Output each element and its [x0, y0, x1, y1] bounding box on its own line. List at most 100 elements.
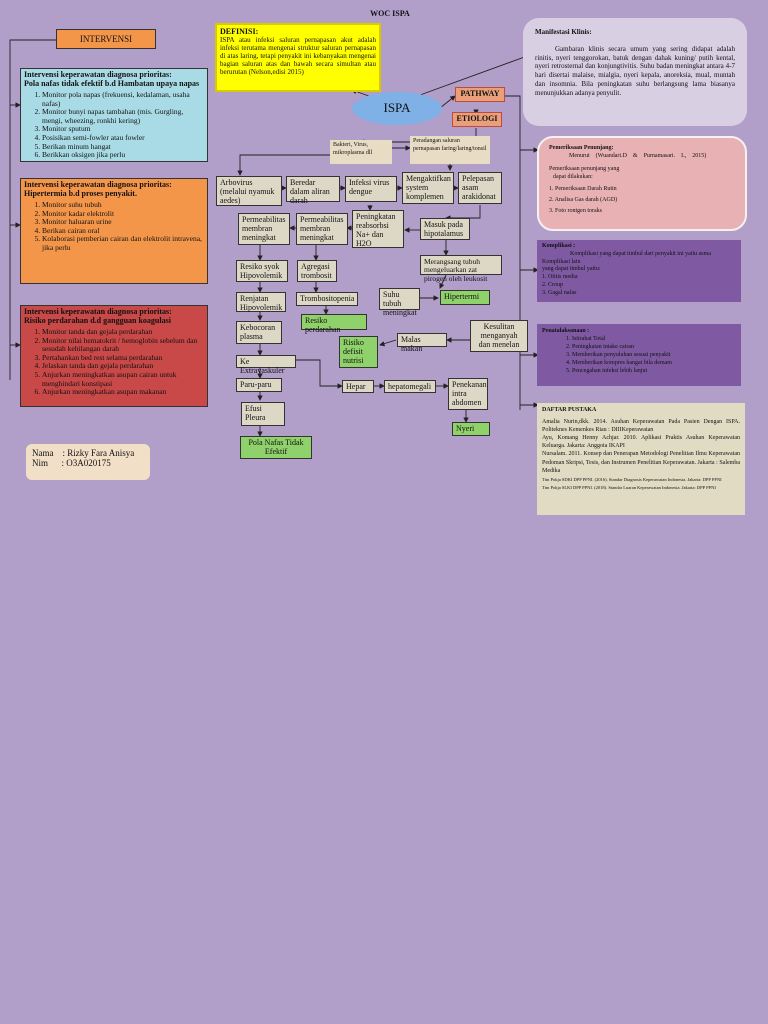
- node-kebocoran: Kebocoran plasma: [236, 321, 282, 344]
- list-item: Monitor sputum: [42, 125, 204, 134]
- komplikasi-panel: Komplikasi : Komplikasi yang dapat timbu…: [537, 240, 741, 302]
- list-item: 2. Croup: [542, 281, 563, 288]
- node-mengaktifkan: Mengaktifkan system komplemen: [402, 172, 454, 204]
- list-item: Monitor tanda dan gejala perdarahan: [42, 327, 204, 337]
- intervention-1-subtitle: Pola nafas tidak efektif b.d Hambatan up…: [24, 78, 200, 88]
- node-beredar: Beredar dalam aliran darah: [286, 176, 340, 205]
- node-masuk: Masuk pada hipotalamus: [420, 218, 470, 240]
- penatalaksanaan-panel: Penatalaksanaan : 1. Istirahat Total 2. …: [537, 324, 741, 386]
- list-item: 3. Gagal nafas: [542, 289, 577, 296]
- reference-item: Nursalam. 2011. Konsep dan Penerapan Met…: [542, 451, 740, 474]
- node-agregasi: Agregasi trombosit: [297, 260, 337, 282]
- node-permeabilitas-1: Permeabilitas membran meningkat: [238, 213, 290, 245]
- node-peningkatan: Peningkatan reabsorbsi Na+ dan H2O: [352, 210, 404, 248]
- intervention-2-title: Intervensi keperawatan diagnosa priorita…: [24, 180, 172, 189]
- node-infeksi: Infeksi virus dengue: [345, 176, 397, 202]
- list-item: Monitor suhu tubuh: [42, 200, 204, 210]
- manifestasi-panel: Manifestasi Klinis: Gambaran klinis seca…: [523, 18, 747, 126]
- intervention-1-list: Monitor pola napas (frekuensi, kedalaman…: [24, 90, 204, 160]
- list-item: Anjurkan meningkatkan asupan makanan: [42, 388, 204, 397]
- pemeriksaan-intro-1: Pemeriksaan penunjang yang: [549, 165, 620, 172]
- komplikasi-line-2: Komplikasi lain: [542, 258, 581, 265]
- intervention-3-title: Intervensi keperawatan diagnosa priorita…: [24, 307, 172, 316]
- ispa-label: ISPA: [383, 100, 411, 115]
- list-item: Monitor nilai hematokrit / hemoglobin se…: [42, 336, 204, 354]
- list-item: 1. Pemeriksaan Darah Rutin: [549, 185, 617, 192]
- node-permeabilitas-2: Permeabilitas membran meningkat: [296, 213, 348, 245]
- definisi-box: DEFINISI: ISPA atau infeksi saluran pern…: [215, 23, 381, 92]
- node-pelepasan: Pelepasan asam arakidonat: [458, 172, 502, 204]
- node-arbovirus: Arbovirus (melalui nyamuk aedes): [216, 176, 282, 206]
- node-peradangan: Peradangan saluran pernapasan faring/lar…: [410, 136, 490, 164]
- list-item: Monitor haluaran urine: [42, 218, 204, 227]
- pemeriksaan-intro-2: dapat dilakukan:: [553, 174, 593, 181]
- intervensi-bracket: [9, 39, 56, 380]
- list-item: Berikan cairan oral: [42, 226, 204, 236]
- list-item: Anjurkan meningkatkan asupan cairan untu…: [42, 370, 204, 388]
- list-item: 2. Peningkatan intake cairan: [566, 344, 634, 351]
- intervention-2-list: Monitor suhu tubuh Monitor kadar elektro…: [24, 200, 204, 253]
- node-hepar: Hepar: [342, 380, 374, 393]
- list-item: 1. Istirahat Total: [566, 336, 606, 343]
- node-paru: Paru-paru: [236, 378, 282, 392]
- list-item: 4. Memberikan kompres hangat bila demam: [566, 360, 672, 367]
- intervention-3-list: Monitor tanda dan gejala perdarahan Moni…: [24, 327, 204, 397]
- intervention-1-title: Intervensi keperawatan diagnosa priorita…: [24, 70, 172, 79]
- manifestasi-text: Gambaran klinis secara umum yang sering …: [535, 44, 735, 97]
- list-item: Pertahankan bed rest selama perdarahan: [42, 353, 204, 363]
- node-bakteri: Bakteri, Virus, mikroplasma dll: [330, 140, 392, 164]
- penatalaksanaan-title: Penatalaksanaan :: [542, 328, 590, 334]
- list-item: Kolaborasi pemberian cairan dan elektrol…: [42, 235, 204, 252]
- definisi-text: ISPA atau infeksi saluran pernapasan aku…: [220, 36, 376, 77]
- komplikasi-line-1: Komplikasi yang dapat timbul dari penyak…: [570, 250, 711, 257]
- list-item: 3. Memberikan penyuluhan sesuai penyakit: [566, 352, 671, 359]
- node-suhu: Suhu tubuh meningkat: [379, 288, 420, 317]
- pathway-label: PATHWAY: [455, 87, 505, 102]
- pemeriksaan-source: Menurut (Wuandari.D & Purnamasari. L, 20…: [569, 153, 707, 160]
- list-item: Berikkan oksigen jika perlu: [42, 151, 204, 160]
- reference-item: Ayu, Komang Henny Achjar. 2010. Aplikasi…: [542, 435, 740, 450]
- manifestasi-title: Manifestasi Klinis:: [535, 28, 592, 36]
- list-item: Berikan minum hangat: [42, 142, 204, 152]
- list-item: 1. Otitis media: [542, 274, 578, 281]
- intervention-panel-3: Intervensi keperawatan diagnosa priorita…: [20, 305, 208, 407]
- intervensi-header: INTERVENSI: [56, 29, 156, 49]
- intervention-3-subtitle: Risiko perdarahan d.d gangguan koagulasi: [24, 315, 171, 325]
- node-resiko-perdarahan: Resiko perdarahan: [301, 314, 367, 334]
- list-item: 3. Foto rontgen toraks: [549, 208, 602, 215]
- node-kesulitan: Kesulitan menganyah dan menelan: [470, 320, 528, 352]
- list-item: Monitor bunyi napas tambahan (mis. Gurgl…: [42, 107, 204, 125]
- node-merangsang: Merangsang tubuh mengeluarkan zat piroge…: [420, 255, 502, 282]
- ispa-oval: ISPA: [352, 92, 442, 125]
- komplikasi-line-3: yang dapat timbul yaitu:: [542, 266, 601, 273]
- node-efusi: Efusi Pleura: [241, 402, 285, 426]
- list-item: Monitor kadar elektrolit: [42, 209, 204, 219]
- pemeriksaan-title: Pemeriksaan Penunjang:: [549, 145, 614, 151]
- intervention-panel-2: Intervensi keperawatan diagnosa priorita…: [20, 178, 208, 284]
- definisi-title: DEFINISI:: [220, 27, 259, 36]
- node-resiko-syok: Resiko syok Hipovolemik: [236, 260, 288, 282]
- student-name: Nama : Rizky Fara Anisya: [32, 448, 135, 458]
- intervention-panel-1: Intervensi keperawatan diagnosa priorita…: [20, 68, 208, 162]
- pemeriksaan-panel: Pemeriksaan Penunjang: Menurut (Wuandari…: [537, 136, 747, 231]
- node-hepatomegali: hepatomegali: [384, 380, 436, 393]
- komplikasi-title: Komplikasi :: [542, 243, 576, 249]
- node-penekanan: Penekanan intra abdomen: [448, 378, 488, 410]
- node-risiko-defisit: Risiko defisit nutrisi: [339, 336, 378, 368]
- intervention-2-subtitle: Hipertermia b.d proses penyakit.: [24, 188, 137, 198]
- page-title: WOC ISPA: [370, 9, 410, 18]
- list-item: Jelaskan tanda dan gejala perdarahan: [42, 362, 204, 371]
- reference-item: Tim Pokja SDKI DPP PPNI. (2016). Standar…: [542, 476, 722, 482]
- list-item: Posisikan semi-fowler atau fowler: [42, 133, 204, 143]
- reference-item: Amalia Nurin,dkk. 2014. Asuhan Keperawat…: [542, 419, 740, 434]
- node-trombositopenia: Trombositopenia: [296, 292, 358, 306]
- list-item: Monitor pola napas (frekuensi, kedalaman…: [42, 90, 204, 108]
- list-item: 5. Pencegahan infeksi lebih lanjut: [566, 368, 648, 375]
- node-hipertermi: Hipertermi: [440, 290, 490, 305]
- node-renjatan: Renjatan Hipovolemik: [236, 292, 286, 312]
- node-nyeri: Nyeri: [452, 422, 490, 436]
- student-info: Nama : Rizky Fara Anisya Nim : O3A020175: [26, 444, 150, 480]
- reference-item: Tim Pokja SLKI DPP PPNI. (2018). Standar…: [542, 484, 716, 490]
- list-item: 2. Analisa Gas darah (AGD): [549, 196, 618, 203]
- node-pola-nafas: Pola Nafas Tidak Efektif: [240, 436, 312, 459]
